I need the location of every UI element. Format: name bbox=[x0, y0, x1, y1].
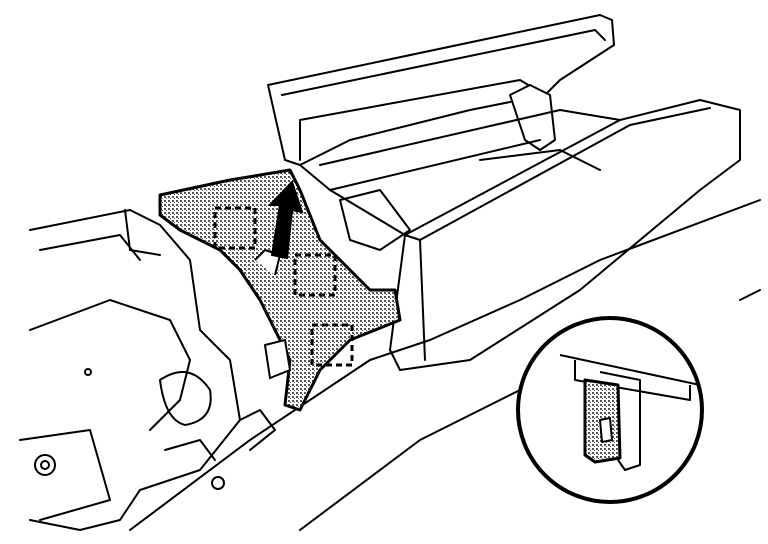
console-base bbox=[19, 209, 276, 531]
side-trim bbox=[129, 199, 761, 531]
console-finisher-part bbox=[158, 168, 402, 412]
console-body bbox=[299, 99, 741, 371]
removal-direction-arrow bbox=[267, 180, 304, 260]
clip-callout-3 bbox=[310, 323, 354, 367]
clip-detail-view bbox=[516, 316, 704, 504]
clip-callout-1 bbox=[213, 206, 257, 250]
console-lid bbox=[267, 14, 615, 166]
clip-callout-2 bbox=[293, 253, 337, 297]
